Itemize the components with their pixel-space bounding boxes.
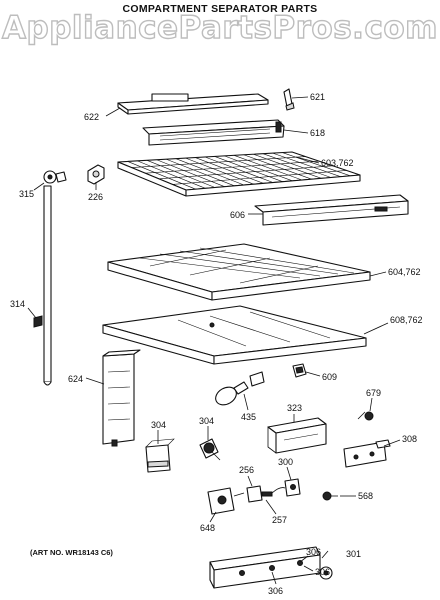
callout-306-c: 306 <box>268 586 283 596</box>
callout-306-a: 306 <box>306 547 321 557</box>
callout-257: 257 <box>272 515 287 525</box>
part-618-bracket[interactable] <box>142 119 285 146</box>
part-256-thermostat[interactable] <box>246 485 273 503</box>
part-604-separator[interactable] <box>107 243 371 301</box>
callout-306-b: 306 <box>315 567 330 577</box>
callout-315: 315 <box>19 189 34 199</box>
callout-labels: 622 621 618 603,762 315 226 606 604,762 … <box>10 92 423 596</box>
callout-679: 679 <box>366 388 381 398</box>
part-679-screw[interactable] <box>357 411 374 421</box>
callout-603-762: 603,762 <box>321 158 354 168</box>
diagram-title: COMPARTMENT SEPARATOR PARTS <box>122 3 318 15</box>
part-648-control[interactable] <box>207 487 245 515</box>
part-606-rail[interactable] <box>254 194 409 226</box>
callout-226: 226 <box>88 192 103 202</box>
part-304-switch-a[interactable] <box>145 438 175 473</box>
callout-323: 323 <box>287 403 302 413</box>
part-315-rod-top[interactable] <box>43 170 67 184</box>
part-308-bracket[interactable] <box>343 439 391 468</box>
art-number: (ART NO. WR18143 C6) <box>30 548 113 557</box>
leader-lines <box>27 96 401 585</box>
callout-608-762: 608,762 <box>390 315 423 325</box>
callout-301: 301 <box>346 549 361 559</box>
callout-648: 648 <box>200 523 215 533</box>
part-306-bracket[interactable] <box>209 546 321 589</box>
callout-308: 308 <box>402 434 417 444</box>
callout-568: 568 <box>358 491 373 501</box>
part-603-shelf[interactable] <box>117 151 361 197</box>
callout-300: 300 <box>278 457 293 467</box>
part-608-pan[interactable] <box>102 305 367 365</box>
part-621-tube[interactable] <box>283 88 295 111</box>
callout-618: 618 <box>310 128 325 138</box>
callout-622: 622 <box>84 112 99 122</box>
part-624-duct[interactable] <box>102 349 141 447</box>
callout-621: 621 <box>310 92 325 102</box>
callout-604-762: 604,762 <box>388 267 421 277</box>
part-609-clip[interactable] <box>292 363 307 378</box>
watermark: AppliancePartsPros.com <box>1 9 438 46</box>
callout-435: 435 <box>241 412 256 422</box>
part-304-switch-b[interactable] <box>199 438 221 461</box>
callout-609: 609 <box>322 372 337 382</box>
part-435-bulb[interactable] <box>212 371 265 408</box>
part-314-rod[interactable] <box>33 185 52 386</box>
part-323-housing[interactable] <box>267 417 327 454</box>
callout-304-a: 304 <box>151 420 166 430</box>
part-568-screw[interactable] <box>322 491 338 501</box>
callout-314: 314 <box>10 299 25 309</box>
part-300-sensor[interactable] <box>271 478 301 497</box>
callout-624: 624 <box>68 374 83 384</box>
part-301-knob[interactable] <box>319 566 333 580</box>
part-622-cover[interactable] <box>117 93 269 115</box>
callout-606: 606 <box>230 210 245 220</box>
callout-256: 256 <box>239 465 254 475</box>
part-226-knob[interactable] <box>87 164 105 185</box>
callout-304-b: 304 <box>199 416 214 426</box>
